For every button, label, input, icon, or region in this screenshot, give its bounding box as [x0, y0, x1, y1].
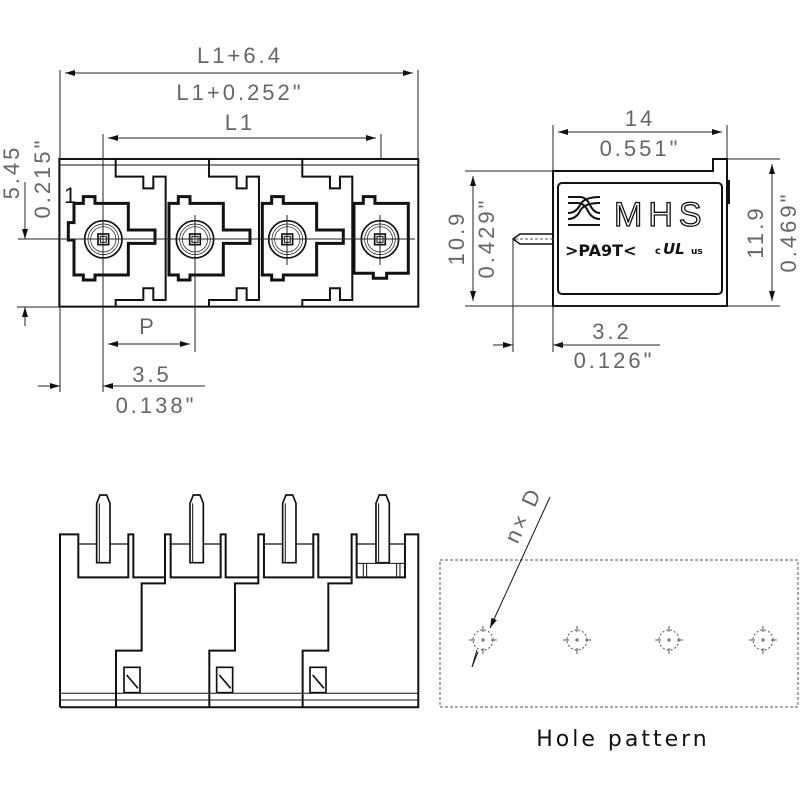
dim-width-mm: 14: [625, 106, 655, 131]
dim-offset-in: 0.138": [116, 393, 197, 418]
brand-text: MHS: [614, 196, 708, 234]
svg-text:c: c: [655, 246, 661, 257]
ul-cert-icon: c UL us: [655, 240, 703, 258]
dim-width-in: 0.551": [600, 136, 681, 161]
dim-height-left-mm: 10.9: [444, 211, 469, 266]
dim-height-left-in: 0.429": [474, 198, 499, 279]
top-view: L1+6.4 L1+0.252" L1 5.45 0.215" P 3.5 0.…: [0, 43, 420, 418]
hole-diameter-label: n× D: [499, 483, 547, 547]
dim-overall-in: L1+0.252": [176, 80, 303, 105]
dim-overall-mm: L1+6.4: [197, 43, 283, 68]
pin-side: [511, 233, 553, 245]
pins-front: [95, 494, 391, 564]
pin1-label: 1: [64, 183, 76, 208]
dim-height-right-in: 0.469": [776, 192, 800, 273]
hole-pattern: n× D Hole pattern: [439, 483, 799, 752]
dim-offset-mm: 3.5: [132, 362, 172, 387]
material-text: >PA9T<: [565, 241, 637, 260]
dim-pin-in: 0.126": [574, 348, 655, 373]
hole-pattern-title: Hole pattern: [536, 727, 709, 752]
dim-height-in: 0.215": [30, 138, 55, 219]
dim-pitch: P: [139, 314, 157, 339]
side-view: MHS >PA9T< c UL us 14 0.551" 10.9 0.429"…: [444, 106, 800, 373]
svg-text:UL: UL: [663, 240, 685, 258]
dim-height-mm: 5.45: [0, 145, 24, 200]
top-view-body: [58, 157, 420, 308]
holes: [469, 626, 777, 654]
dim-pin-mm: 3.2: [592, 319, 632, 344]
mhs-logo-icon: [567, 196, 601, 226]
front-view: [58, 494, 420, 709]
dim-pitch-span: L1: [225, 110, 255, 135]
svg-text:us: us: [691, 247, 703, 257]
terminal-pads: [66, 195, 410, 282]
dim-height-right-mm: 11.9: [743, 205, 768, 258]
